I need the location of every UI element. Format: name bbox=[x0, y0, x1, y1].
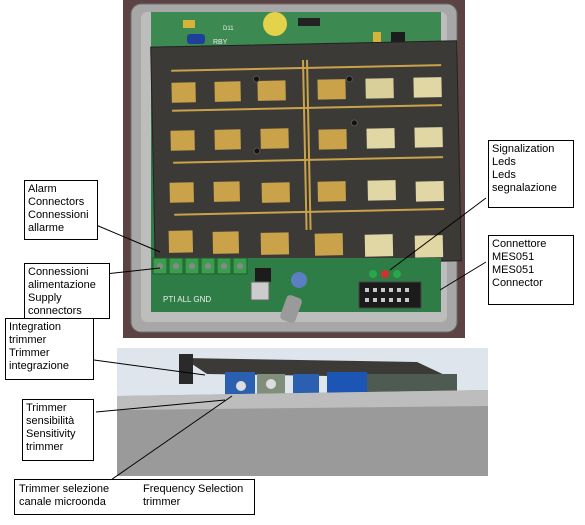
integration-trimmer-label: Integration trimmer Trimmer integrazione bbox=[5, 318, 94, 380]
alarm-connectors-label: Alarm Connectors Connessioni allarme bbox=[24, 180, 98, 240]
mes051-connector-en: MES051 Connector bbox=[492, 264, 543, 289]
supply-connectors-en: Supply connectors bbox=[28, 292, 82, 317]
frequency-trimmer-label: Trimmer selezione canale microonda Frequ… bbox=[14, 479, 255, 515]
integration-trimmer-en: Integration trimmer bbox=[9, 321, 61, 346]
signalization-leds-it: Leds segnalazione bbox=[492, 169, 557, 194]
alarm-connectors-it: Connessioni allarme bbox=[28, 209, 89, 234]
board-illustration: RBY D11 bbox=[130, 3, 462, 333]
board-text-d11: D11 bbox=[223, 26, 234, 32]
signalization-leds-label: Signalization Leds Leds segnalazione bbox=[488, 140, 574, 208]
supply-connectors-it: Connessioni alimentazione bbox=[28, 266, 96, 291]
board-photo: RBY D11 bbox=[123, 0, 465, 338]
frequency-trimmer-en: Frequency Selection trimmer bbox=[143, 483, 244, 508]
mes051-connector-it: Connettore MES051 bbox=[492, 238, 547, 263]
alarm-connectors-en: Alarm Connectors bbox=[28, 183, 85, 208]
sensitivity-trimmer-it: Trimmer sensibilità bbox=[26, 402, 75, 427]
integration-trimmer-it: Trimmer integrazione bbox=[9, 347, 69, 372]
sensitivity-trimmer-label: Trimmer sensibilità Sensitivity trimmer bbox=[22, 399, 94, 461]
mes051-connector-label: Connettore MES051 MES051 Connector bbox=[488, 235, 574, 305]
signalization-leds-en: Signalization Leds bbox=[492, 143, 555, 168]
frequency-trimmer-it: Trimmer selezione canale microonda bbox=[19, 483, 110, 508]
sensitivity-trimmer-en: Sensitivity trimmer bbox=[26, 428, 76, 453]
board-text-bottom: PTI ALL GND bbox=[163, 295, 211, 304]
patch-antenna bbox=[150, 40, 462, 268]
supply-connectors-label: Connessioni alimentazione Supply connect… bbox=[24, 263, 110, 319]
mes051-connector bbox=[358, 281, 422, 309]
board-text-top: RBY bbox=[213, 39, 228, 46]
